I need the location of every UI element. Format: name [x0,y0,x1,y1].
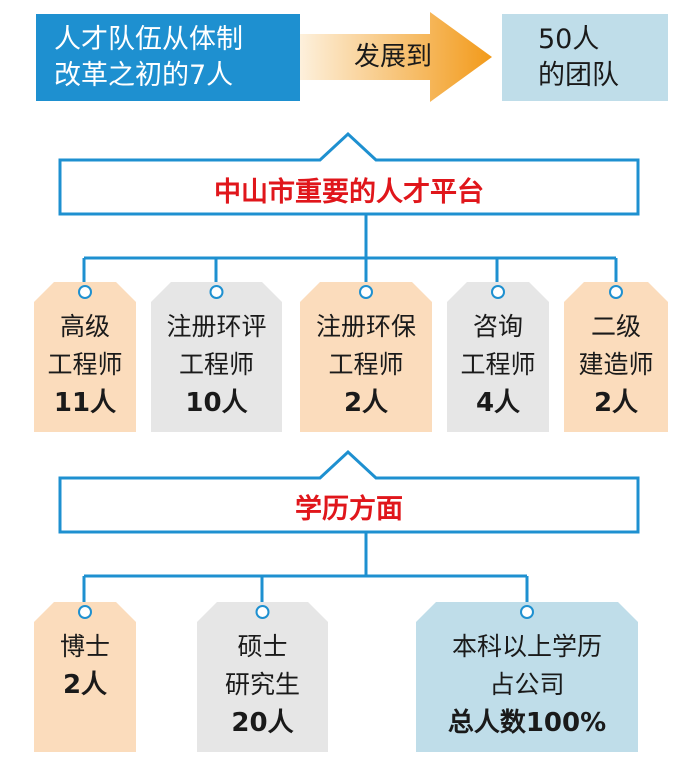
current-team-box: 50人 的团队 [502,14,668,101]
platform-tag-line: 工程师 [460,350,536,379]
education-tag-line: 研究生 [224,670,300,699]
platform-tag-line: 工程师 [47,350,123,379]
education-tag-shapes [34,602,638,752]
education-title: 学历方面 [295,494,403,525]
platform-tag-hole-3 [491,285,505,299]
platform-tag-count: 2人 [593,388,639,418]
current-team-line-1: 50人 [538,23,600,55]
growth-arrow-label: 发展到 [353,42,432,72]
platform-tag-line: 建造师 [578,350,654,379]
education-tag-hole-1 [255,605,270,619]
platform-tag-0 [34,282,136,432]
education-tag-text-1: 硕士研究生 20人 [197,628,328,742]
platform-tag-text-4: 二级建造师 2人 [564,308,668,422]
education-tag-text-0: 博士 2人 [34,628,136,704]
platform-tag-text-3: 咨询工程师 4人 [447,308,549,422]
platform-tag-3 [447,282,549,432]
platform-tag-count: 2人 [343,388,389,418]
platform-tag-4 [564,282,668,432]
education-tag-text-2: 本科以上学历占公司总人数100% [416,628,638,742]
education-tag-line: 博士 [59,632,110,661]
platform-tag-count: 11人 [53,388,117,418]
platform-tag-text-1: 注册环评工程师 10人 [151,308,282,422]
education-tag-hole-0 [78,605,92,619]
platform-tag-hole-0 [78,285,92,299]
platform-tag-line: 高级 [59,312,110,341]
education-tag-line: 本科以上学历 [451,632,602,661]
education-header-frame [58,449,640,534]
initial-team-box: 人才队伍从体制 改革之初的7人 [36,14,300,101]
education-tag-0 [34,602,136,752]
education-tag-1 [197,602,328,752]
education-connectors [82,532,529,610]
platform-tag-text-2: 注册环保工程师 2人 [300,308,432,422]
platform-tag-line: 注册环评 [166,312,267,341]
education-tag-hole-2 [520,605,534,619]
education-tag-line: 占公司 [489,670,565,699]
platform-tag-line: 咨询 [472,312,523,341]
platform-tag-line: 工程师 [178,350,254,379]
platform-connectors [82,214,618,290]
education-tag-count: 总人数100% [447,708,607,738]
growth-arrow-shape [300,12,492,102]
education-tag-count: 2人 [62,670,108,700]
platform-tag-2 [300,282,432,432]
platform-tag-shapes [34,282,668,432]
platform-tag-line: 注册环保 [315,312,416,341]
education-tag-2 [416,602,638,752]
current-team-line-2: 的团队 [538,59,619,91]
platform-title: 中山市重要的人才平台 [214,177,484,208]
platform-tag-line: 二级 [590,312,641,341]
platform-tag-1 [151,282,282,432]
platform-tag-hole-4 [609,285,623,299]
education-tag-count: 20人 [231,708,294,738]
platform-tag-line: 工程师 [328,350,404,379]
platform-tag-hole-1 [209,285,224,299]
initial-team-line-2: 改革之初的7人 [54,59,234,91]
platform-header-frame [58,131,640,216]
platform-tag-count: 4人 [475,388,521,418]
platform-tag-count: 10人 [185,388,248,418]
initial-team-line-1: 人才队伍从体制 [54,23,243,55]
platform-tag-text-0: 高级工程师 11人 [34,308,136,422]
education-tag-line: 硕士 [237,632,288,661]
platform-tag-hole-2 [359,285,373,299]
